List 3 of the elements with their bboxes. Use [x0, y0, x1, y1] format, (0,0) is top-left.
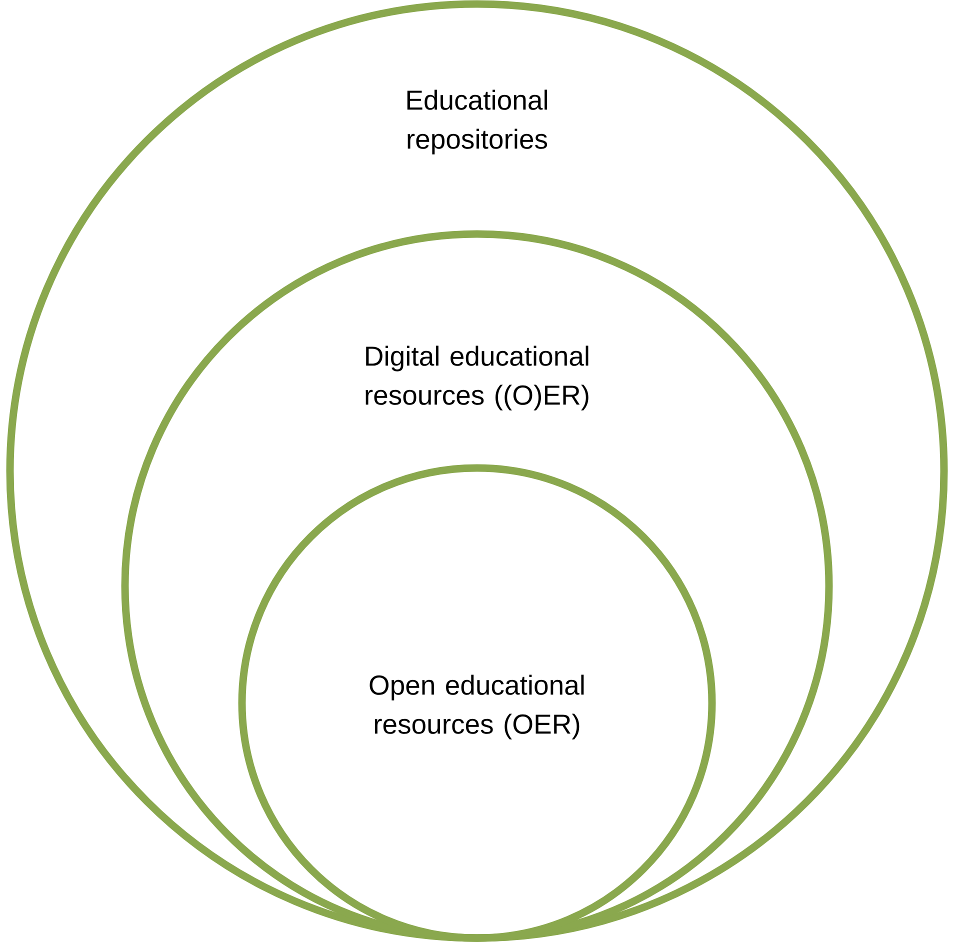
circle-label: Educational repositories [407, 90, 548, 154]
circle-label: Open educational resources (OER) [370, 674, 584, 740]
circle-label: Digital educational resources ((O)ER) [366, 346, 588, 410]
